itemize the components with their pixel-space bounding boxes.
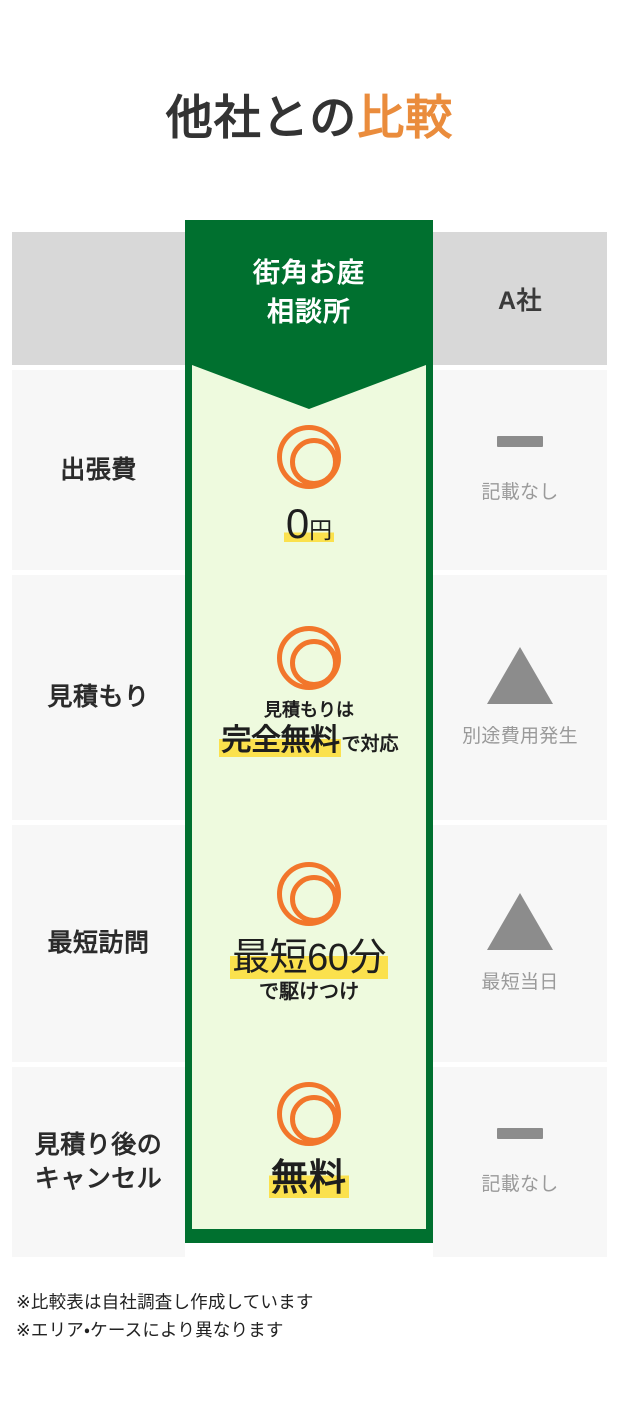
feature-value: 完全無料で対応: [219, 723, 399, 758]
competitor-note: 最短当日: [481, 972, 559, 993]
row-label-cancellation: 見積り後のキャンセル: [12, 1067, 185, 1257]
feature-column: 街角お庭相談所 0円 見積もりは 完全無料で対応 最短60分 で駆けつけ 無料: [185, 220, 433, 1243]
feature-value-sub: で駆けつけ: [259, 981, 359, 1004]
row-label-line1: 見積り後の: [34, 1130, 163, 1159]
feature-value-main: 完全無料: [219, 724, 342, 758]
row-label-text: 見積り後のキャンセル: [35, 1128, 163, 1197]
feature-column-title: 街角お庭相談所: [253, 254, 365, 331]
dash-icon: [497, 436, 543, 447]
feature-value: 無料: [269, 1156, 349, 1200]
feature-cell-cancellation: 無料: [192, 1052, 426, 1229]
triangle-icon: [487, 893, 553, 950]
feature-column-body: 0円 見積もりは 完全無料で対応 最短60分 で駆けつけ 無料: [192, 365, 426, 1229]
competitor-cell-cancellation: 記載なし: [433, 1067, 607, 1257]
feature-column-title-line1: 街角お庭: [253, 258, 365, 289]
double-circle-icon: [277, 1081, 341, 1146]
row-label-fastest-visit: 最短訪問: [12, 825, 185, 1062]
feature-value-main: 0: [285, 499, 310, 547]
double-circle-icon: [277, 424, 341, 489]
table-row: 見積り後のキャンセル 記載なし: [12, 1067, 607, 1257]
competitor-note: 別途費用発生: [462, 726, 578, 747]
double-circle-icon: [277, 626, 341, 691]
row-label-travel-fee: 出張費: [12, 370, 185, 570]
feature-cell-fastest-visit: 最短60分 で駆けつけ: [192, 815, 426, 1052]
feature-value-unit: 円: [309, 516, 333, 543]
competitor-cell-estimate: 別途費用発生: [433, 575, 607, 820]
competitor-cell-travel-fee: 記載なし: [433, 370, 607, 570]
page-title-accent: 比較: [357, 91, 454, 144]
feature-value-suffix: で対応: [341, 734, 399, 756]
table-row: 最短訪問 最短当日: [12, 825, 607, 1062]
header-cell-blank: [12, 232, 185, 365]
page-title-container: 他社との比較: [0, 0, 619, 144]
page-title: 他社との比較: [166, 92, 454, 144]
table-row: 見積もり 別途費用発生: [12, 575, 607, 820]
footnote-line-1: ※比較表は自社調査し作成しています: [16, 1292, 314, 1312]
feature-value: 最短60分: [230, 936, 388, 981]
feature-column-title-line2: 相談所: [267, 296, 351, 327]
feature-value-line-top: 見積もりは: [264, 700, 354, 721]
feature-value-sub-wrap: で駆けつけ: [259, 981, 359, 1005]
header-cell-competitor: A社: [433, 232, 607, 365]
table-row: 出張費 記載なし: [12, 370, 607, 570]
competitor-note: 記載なし: [481, 482, 559, 503]
feature-value-main: 最短60分: [230, 937, 388, 980]
table-header-row: A社: [12, 232, 607, 365]
competitor-note: 記載なし: [481, 1174, 559, 1195]
row-label-text: 見積もり: [47, 683, 150, 712]
feature-cell-estimate: 見積もりは 完全無料で対応: [192, 570, 426, 815]
dash-icon: [497, 1128, 543, 1139]
footnotes: ※比較表は自社調査し作成しています ※エリア・ケースにより異なります: [16, 1288, 314, 1345]
row-label-text: 出張費: [60, 455, 137, 484]
row-label-estimate: 見積もり: [12, 575, 185, 820]
feature-value-lead: 見積もりは: [264, 700, 354, 722]
footnote-line-2: ※エリア・ケースにより異なります: [16, 1320, 284, 1341]
row-label-line2: キャンセル: [34, 1165, 163, 1193]
feature-value: 0円: [283, 499, 335, 549]
feature-cell-travel-fee: 0円: [192, 365, 426, 570]
triangle-icon: [487, 647, 553, 704]
comparison-table: A社 出張費 記載なし 見積もり 別途費用発生 最: [12, 220, 607, 1257]
competitor-cell-fastest-visit: 最短当日: [433, 825, 607, 1062]
page-title-lead: 他社との: [165, 91, 358, 144]
feature-value-main: 無料: [269, 1156, 349, 1198]
comparison-grid: A社 出張費 記載なし 見積もり 別途費用発生 最: [12, 232, 607, 1262]
feature-column-header: 街角お庭相談所: [192, 220, 426, 365]
double-circle-icon: [277, 862, 341, 927]
row-label-text: 最短訪問: [47, 929, 150, 958]
competitor-column-title: A社: [497, 286, 543, 315]
